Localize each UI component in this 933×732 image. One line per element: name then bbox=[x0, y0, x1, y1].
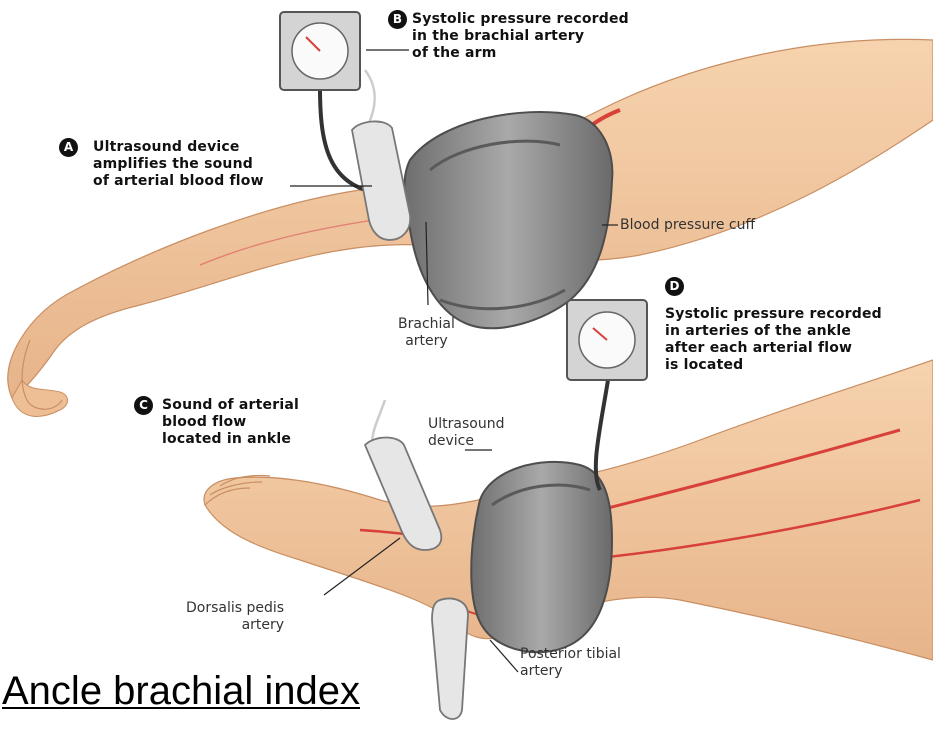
label-ultrasound-amplifies: Ultrasound device amplifies the sound of… bbox=[93, 139, 264, 190]
badge-c: C bbox=[134, 396, 153, 415]
label-cuff: Blood pressure cuff bbox=[620, 217, 755, 234]
label-brachial-artery: Brachial artery bbox=[398, 316, 455, 350]
ankle-cuff bbox=[471, 462, 612, 652]
arm-cuff bbox=[404, 112, 612, 328]
label-dorsalis-pedis: Dorsalis pedis artery bbox=[186, 600, 284, 634]
label-posterior-tibial: Posterior tibial artery bbox=[520, 646, 621, 680]
label-systolic-ankle: Systolic pressure recorded in arteries o… bbox=[665, 306, 882, 374]
label-ultrasound-device: Ultrasound device bbox=[428, 416, 504, 450]
label-systolic-brachial: Systolic pressure recorded in the brachi… bbox=[412, 11, 629, 62]
badge-d: D bbox=[665, 277, 684, 296]
badge-b: B bbox=[388, 10, 407, 29]
caption-title: Ancle brachial index bbox=[2, 668, 360, 714]
badge-a: A bbox=[59, 138, 78, 157]
hand bbox=[12, 380, 68, 416]
tibial-ultrasound-device bbox=[432, 599, 468, 719]
label-sound-ankle: Sound of arterial blood flow located in … bbox=[162, 397, 299, 448]
